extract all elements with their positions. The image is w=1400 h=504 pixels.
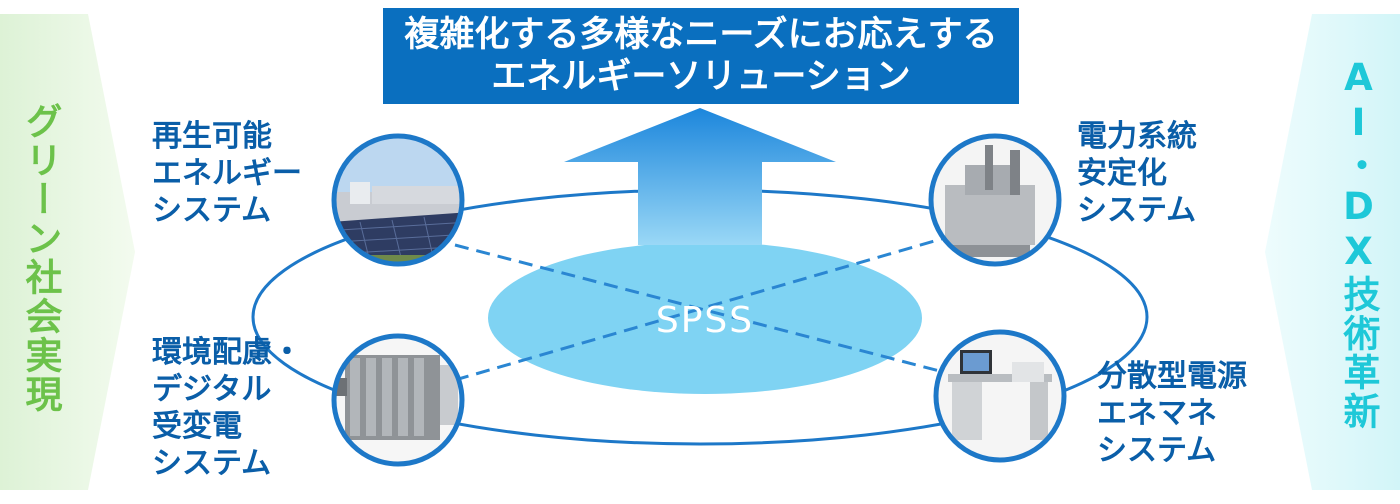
distributed-energy-management-label: 分散型電源 エネマネ システム <box>1097 358 1247 469</box>
eco-digital-substation-label: 環境配慮・ デジタル 受変電 システム <box>152 334 302 482</box>
solar-power-plant-photo <box>331 133 465 267</box>
spss-core <box>488 242 922 394</box>
green-society-label: グリーン社会実現 <box>19 102 62 414</box>
node-label-line: 安定化 <box>1077 156 1167 191</box>
grid-stabilization-system-label: 電力系統 安定化 システム <box>1077 118 1197 229</box>
transformer-photo <box>331 333 465 467</box>
title-line-1: 複雑化する多様なニーズにお応えする <box>404 15 998 55</box>
node-label-line: エネルギー <box>152 156 302 191</box>
node-label-line: 電力系統 <box>1077 119 1197 154</box>
node-label-line: システム <box>1077 193 1197 228</box>
solution-title-box: 複雑化する多様なニーズにお応えする エネルギーソリューション <box>383 8 1019 104</box>
node-label-line: システム <box>152 193 272 228</box>
up-arrow-icon <box>564 108 836 245</box>
power-substation-equipment-photo <box>928 133 1062 267</box>
renewable-energy-system-label: 再生可能 エネルギー システム <box>152 118 302 229</box>
node-label-line: システム <box>152 446 272 481</box>
title-line-2: エネルギーソリューション <box>491 57 911 97</box>
node-label-line: 分散型電源 <box>1097 359 1247 394</box>
dashed-connectors <box>454 233 956 382</box>
node-label-line: デジタル <box>152 372 272 407</box>
left-chevron-banner <box>0 14 135 490</box>
node-label-line: 再生可能 <box>152 119 272 154</box>
ai-dx-innovation-label: AI・DX技術革新 <box>1337 56 1380 431</box>
node-label-line: システム <box>1097 433 1217 468</box>
right-chevron-banner <box>1265 14 1400 490</box>
node-label-line: 受変電 <box>152 409 242 444</box>
control-desk-photo <box>933 329 1067 463</box>
node-label-line: 環境配慮・ <box>152 335 302 370</box>
spss-label: SPSS <box>655 300 755 341</box>
node-label-line: エネマネ <box>1097 396 1217 431</box>
